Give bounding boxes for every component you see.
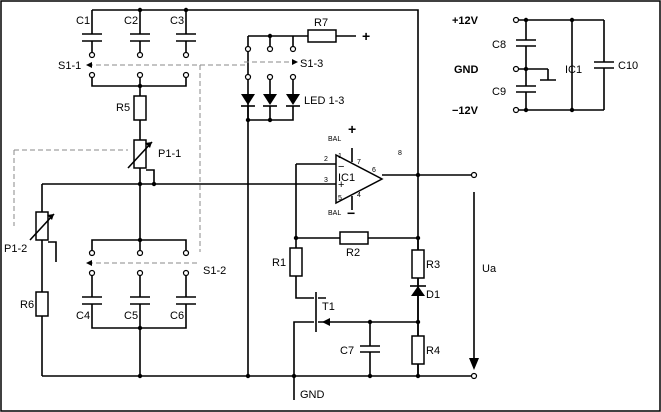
label-p1-1: P1-1 — [158, 148, 181, 160]
label-s1-2: S1-2 — [203, 265, 226, 277]
capacitor-bank-bottom — [82, 237, 196, 376]
opamp-pin6: 6 — [372, 167, 376, 174]
label-r2: R2 — [346, 247, 360, 259]
opamp-pin3: 3 — [324, 177, 328, 184]
opamp-bal-top: BAL — [328, 136, 341, 143]
ua-arrow-icon — [469, 358, 479, 370]
opamp-pin5: 5 — [338, 195, 342, 202]
label-gnd-supply: GND — [454, 64, 479, 76]
opamp-plus-supply: + — [348, 121, 356, 137]
opamp-pin2: 2 — [324, 156, 328, 163]
label-r3: R3 — [426, 259, 440, 271]
switch-arrow-left-icon — [86, 62, 92, 68]
led-3-icon — [286, 94, 300, 105]
label-t1: T1 — [322, 301, 335, 313]
label-ua: Ua — [482, 263, 497, 275]
resistor-r4 — [411, 335, 425, 365]
opamp-pin7: 7 — [357, 159, 361, 166]
opamp-minus-supply: − — [347, 205, 355, 221]
label-s1-3: S1-3 — [300, 58, 323, 70]
label-c3: C3 — [170, 15, 184, 27]
label-c7: C7 — [340, 345, 354, 357]
resistor-r3 — [411, 249, 425, 279]
diode-d1-icon — [411, 286, 425, 296]
label-p1-2: P1-2 — [4, 243, 27, 255]
resistor-r2 — [339, 231, 369, 245]
opamp-ic1 — [296, 148, 472, 210]
label-c9: C9 — [492, 86, 506, 98]
gate-arrow-icon — [322, 318, 330, 326]
label-c10: C10 — [618, 60, 638, 72]
label-r7: R7 — [314, 17, 328, 29]
opamp-pin8: 8 — [398, 150, 402, 157]
label-c2: C2 — [124, 15, 138, 27]
label-ic1-supply: IC1 — [565, 64, 582, 76]
label-r5: R5 — [116, 102, 130, 114]
label-r6: R6 — [20, 299, 34, 311]
label-d1: D1 — [426, 289, 440, 301]
label-c4: C4 — [76, 310, 90, 322]
label-r1: R1 — [272, 257, 286, 269]
resistor-r5 — [133, 95, 147, 121]
label-gnd: GND — [300, 389, 325, 401]
led-1-icon — [241, 94, 255, 105]
label-c1: C1 — [76, 15, 90, 27]
label-minus12v: −12V — [452, 105, 479, 117]
label-led: LED 1-3 — [304, 95, 344, 107]
supply-decoupling — [512, 16, 614, 114]
resistor-r7 — [307, 29, 337, 43]
led-bank — [241, 33, 310, 376]
label-plus-rail: + — [362, 28, 370, 44]
label-plus12v: +12V — [452, 15, 479, 27]
output-terminal-top — [470, 171, 478, 179]
label-ic1: IC1 — [338, 172, 355, 184]
opamp-pin1: 1 — [338, 153, 342, 160]
label-c6: C6 — [170, 310, 184, 322]
switch-arrow-right-icon — [292, 59, 298, 65]
label-c5: C5 — [124, 310, 138, 322]
led-2-icon — [263, 94, 277, 105]
opamp-bal-bottom: BAL — [328, 210, 341, 217]
resistor-r1 — [289, 247, 303, 277]
resistor-r6 — [35, 291, 49, 317]
opamp-pin4: 4 — [357, 192, 361, 199]
transistor-t1 — [293, 292, 418, 376]
label-c8: C8 — [492, 39, 506, 51]
switch-arrow-left-icon — [86, 260, 92, 266]
label-r4: R4 — [426, 345, 440, 357]
label-s1-1: S1-1 — [58, 60, 81, 72]
opamp-plus: + — [338, 179, 344, 191]
opamp-minus: − — [338, 161, 344, 173]
output-terminal-bottom — [470, 372, 478, 380]
